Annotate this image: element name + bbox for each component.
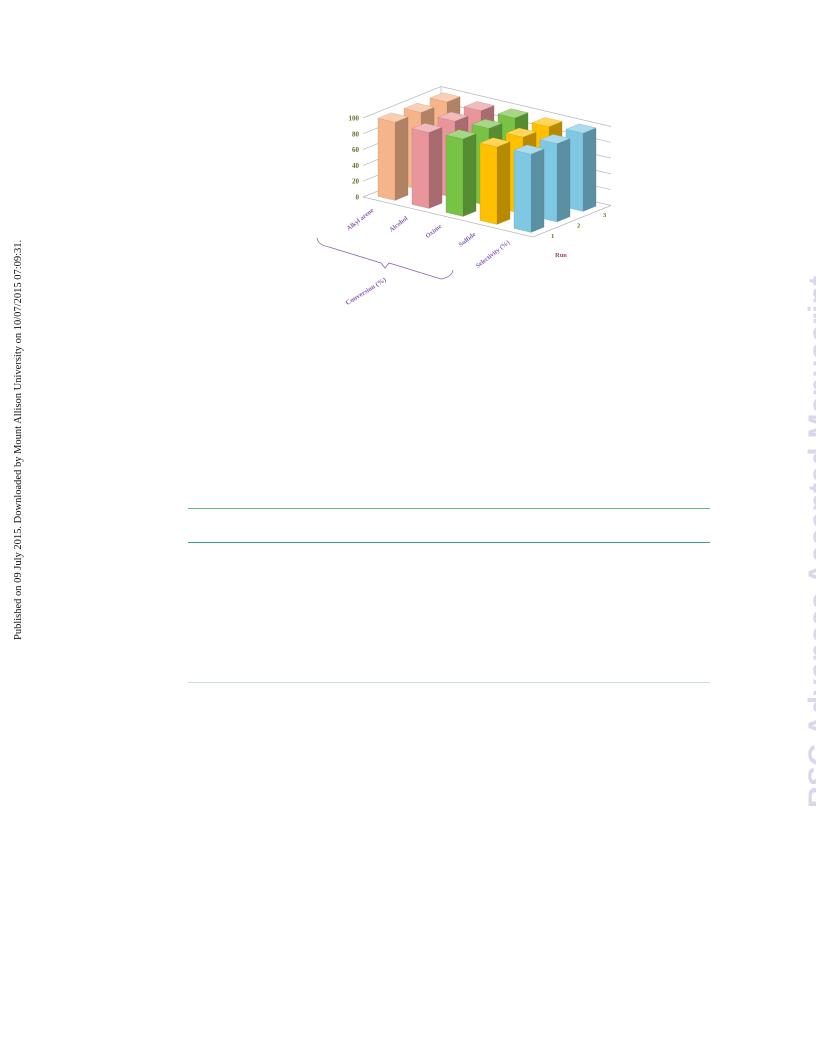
y-tick-label: 80 <box>352 130 360 138</box>
bar-top <box>403 103 435 113</box>
bar-top <box>565 123 597 134</box>
bar-side <box>556 138 571 223</box>
bar <box>377 118 396 201</box>
bar-side <box>428 127 443 209</box>
bar <box>411 128 430 209</box>
bar <box>479 142 498 225</box>
bar-side <box>462 133 477 217</box>
bar-top <box>445 129 477 140</box>
accepted-manuscript-watermark: RSC Advances Accepted Manuscript <box>803 275 816 808</box>
category-label: Oxime <box>424 223 443 240</box>
publication-side-note: Published on 09 July 2015. Downloaded by… <box>13 239 24 640</box>
run-tick-label: 2 <box>577 222 580 229</box>
bar-top <box>471 119 503 129</box>
bar-top <box>531 117 563 127</box>
bar-top <box>513 144 545 155</box>
conversion-group-label: Conversion (%) <box>345 277 388 307</box>
bar-top <box>429 92 461 103</box>
table-header-rule <box>188 542 710 543</box>
bar-top <box>437 111 469 122</box>
bar-side <box>530 148 545 233</box>
conversion-brace <box>316 237 454 280</box>
bar-top <box>411 123 443 133</box>
category-label: Alkyl arene <box>346 207 376 232</box>
run-axis-label: Run <box>555 252 567 259</box>
category-label: Sulfide <box>458 231 478 249</box>
bar-top <box>505 127 537 138</box>
y-tick-label: 100 <box>349 115 360 123</box>
run-tick-label: 1 <box>551 233 554 240</box>
bar-top <box>463 101 495 111</box>
y-tick-label: 20 <box>352 178 360 186</box>
bar-top <box>479 137 511 148</box>
y-tick-label: 0 <box>356 194 360 202</box>
bar-top <box>539 134 571 144</box>
bar <box>513 150 532 233</box>
category-label: Selectivity (%) <box>475 239 512 270</box>
floor-edge <box>362 196 612 238</box>
bar-top <box>497 108 529 119</box>
bar-side <box>394 116 409 201</box>
bar-side <box>496 141 511 225</box>
bar-side <box>582 127 597 212</box>
y-tick-label: 60 <box>352 146 360 154</box>
bar <box>445 134 464 217</box>
run-tick-label: 3 <box>603 212 607 219</box>
y-tick-label: 40 <box>352 162 360 170</box>
category-label: Alcohol <box>388 215 409 234</box>
table-top-rule <box>188 508 710 509</box>
bar-top <box>377 112 409 123</box>
table-bottom-rule <box>188 682 710 683</box>
